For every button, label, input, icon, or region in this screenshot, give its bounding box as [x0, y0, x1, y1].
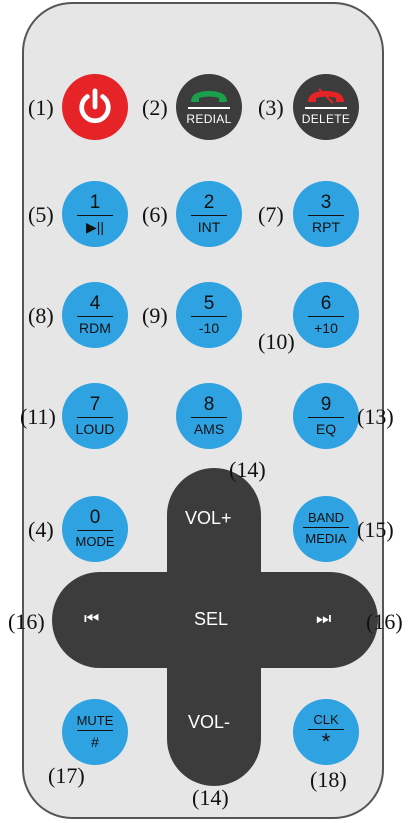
callout-b4: (8): [28, 303, 54, 328]
b3-divider: [308, 214, 344, 217]
callout-vol-down: (14): [192, 785, 229, 810]
b9-number: 9: [320, 393, 332, 415]
call-answer-icon: [191, 91, 227, 103]
band-divider: [303, 526, 349, 529]
delete-button[interactable]: DELETE: [293, 74, 359, 140]
b2-number: 2: [203, 191, 215, 213]
band-label: BAND: [307, 509, 345, 525]
play-pause-icon: ▶||: [85, 219, 105, 236]
media-label: MEDIA: [305, 531, 347, 547]
delete-label: DELETE: [301, 111, 351, 126]
rpt-button[interactable]: 3 RPT: [293, 181, 359, 247]
sel-button[interactable]: SEL: [194, 609, 229, 629]
mode-button[interactable]: 0 MODE: [62, 496, 128, 562]
clk-divider: [308, 728, 344, 731]
callout-b6: (10): [258, 329, 295, 354]
minus-ten-button[interactable]: 5 -10: [176, 282, 242, 348]
callout-b7: (11): [20, 404, 56, 429]
plus-ten-button[interactable]: 6 +10: [293, 282, 359, 348]
b2-label: INT: [197, 219, 221, 236]
b2-divider: [191, 214, 227, 217]
b9-divider: [308, 416, 344, 419]
b4-divider: [77, 315, 113, 318]
b4-label: RDM: [79, 320, 111, 337]
b8-label: AMS: [193, 421, 225, 438]
callout-redial: (2): [142, 95, 168, 120]
power-icon: [79, 88, 111, 124]
callout-power: (1): [28, 95, 54, 120]
b7-divider: [77, 416, 113, 419]
b6-divider: [308, 315, 344, 318]
redial-label: REDIAL: [186, 111, 232, 126]
callout-next: (16): [366, 609, 403, 634]
vol-down-button[interactable]: VOL-: [188, 712, 231, 732]
track-rocker: [52, 572, 378, 668]
callout-b1: (5): [28, 202, 54, 227]
callout-b0: (4): [28, 517, 54, 542]
redial-divider: [188, 107, 230, 109]
delete-divider: [305, 107, 347, 109]
loud-button[interactable]: 7 LOUD: [62, 383, 128, 449]
band-media-button[interactable]: BAND MEDIA: [293, 496, 359, 562]
b7-number: 7: [89, 393, 101, 415]
b0-label: MODE: [75, 534, 115, 550]
eq-button[interactable]: 9 EQ: [293, 383, 359, 449]
b8-divider: [191, 416, 227, 419]
b3-number: 3: [320, 191, 332, 213]
b0-number: 0: [89, 506, 101, 528]
b3-label: RPT: [312, 219, 340, 236]
next-track-icon[interactable]: ⏭: [316, 609, 332, 628]
b5-number: 5: [203, 292, 215, 314]
b4-number: 4: [89, 292, 101, 314]
mute-label: MUTE: [76, 712, 114, 728]
clk-button[interactable]: CLK *: [293, 699, 359, 765]
b7-label: LOUD: [75, 421, 115, 438]
power-button[interactable]: [62, 74, 128, 140]
play-pause-button[interactable]: 1 ▶||: [62, 181, 128, 247]
callout-band: (15): [357, 517, 394, 542]
callout-vol-up: (14): [229, 457, 266, 482]
mute-button[interactable]: MUTE #: [62, 699, 128, 765]
b8-number: 8: [203, 393, 215, 415]
callout-b9: (13): [357, 404, 394, 429]
hash-label: #: [91, 734, 99, 751]
star-label: *: [321, 729, 331, 755]
call-hangup-icon: [308, 88, 344, 104]
ams-button[interactable]: 8 AMS: [176, 383, 242, 449]
int-button[interactable]: 2 INT: [176, 181, 242, 247]
b9-label: EQ: [315, 421, 337, 438]
callout-mute: (17): [48, 763, 85, 788]
b1-number: 1: [89, 191, 101, 213]
redial-button[interactable]: REDIAL: [176, 74, 242, 140]
callout-b3: (7): [258, 202, 284, 227]
vol-up-button[interactable]: VOL+: [185, 508, 232, 528]
b5-label: -10: [198, 320, 220, 337]
callout-prev: (16): [8, 609, 45, 634]
callout-b5: (9): [142, 303, 168, 328]
b1-divider: [77, 214, 113, 217]
callout-b2: (6): [142, 202, 168, 227]
mute-divider: [77, 729, 113, 732]
b6-label: +10: [314, 320, 338, 337]
clk-label: CLK: [313, 711, 339, 727]
callout-delete: (3): [258, 95, 284, 120]
callout-clk: (18): [310, 767, 347, 792]
b5-divider: [191, 315, 227, 318]
b6-number: 6: [320, 292, 332, 314]
rdm-button[interactable]: 4 RDM: [62, 282, 128, 348]
previous-track-icon[interactable]: ⏮: [84, 609, 100, 628]
b0-divider: [77, 529, 113, 532]
